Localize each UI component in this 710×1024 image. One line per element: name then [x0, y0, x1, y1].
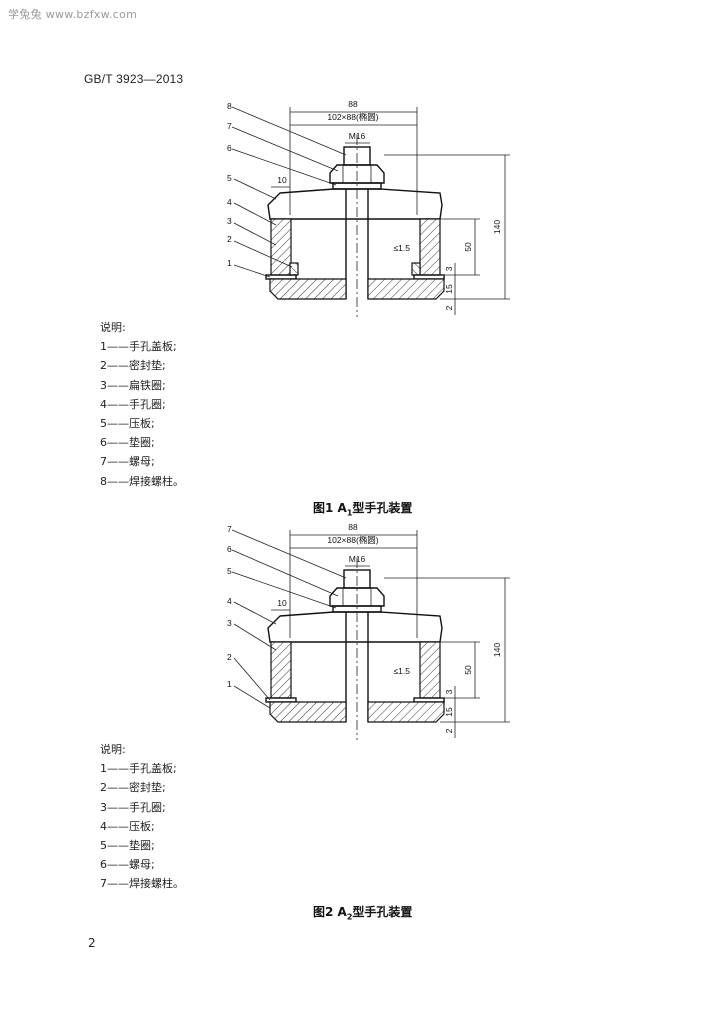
figure1-caption: 图1 A1型手孔装置 — [313, 501, 413, 518]
f1-callout-5: 5 — [227, 173, 232, 183]
legend-item: 2——密封垫; — [100, 359, 166, 373]
legend-title: 说明: — [100, 321, 126, 334]
f2-dim-lip: 10 — [277, 598, 287, 608]
f2-cover-right — [367, 701, 445, 723]
f2-dim-15: 15 — [444, 707, 454, 717]
f1-dim-gap: ≤1.5 — [394, 243, 411, 253]
f2-dim-ellipse: 102×88(椭圆) — [327, 535, 378, 545]
standard-code: GB/T 3923—2013 — [84, 72, 184, 86]
legend-item: 2——密封垫; — [100, 781, 166, 795]
f2-cover-left — [269, 701, 347, 723]
f2-dim-50: 50 — [463, 665, 473, 675]
f1-dim-140: 140 — [492, 220, 502, 234]
figure2-caption: 图2 A2型手孔装置 — [313, 905, 413, 922]
f1-pressure-plate — [267, 188, 443, 220]
f2-ring-right — [419, 641, 441, 699]
f2-ring-left — [270, 641, 292, 699]
legend-item: 3——手孔圈; — [100, 800, 166, 814]
f1-ring-right — [419, 218, 441, 276]
page-number: 2 — [88, 936, 96, 950]
legend-item: 1——手孔盖板; — [100, 340, 177, 354]
f1-ring-left — [270, 218, 292, 276]
legend-item: 7——螺母; — [100, 455, 155, 469]
f1-callout-3: 3 — [227, 216, 232, 226]
f1-callout-2: 2 — [227, 234, 232, 244]
f2-dim-88: 88 — [348, 522, 358, 532]
f1-dim-15: 15 — [444, 284, 454, 294]
f1-dim-lip: 10 — [277, 175, 287, 185]
legend-item: 3——扁铁圈; — [100, 378, 166, 392]
f1-callout-4: 4 — [227, 197, 232, 207]
legend-item: 6——螺母; — [100, 858, 155, 872]
watermark-text: 学兔兔 www.bzfxw.com — [8, 8, 138, 21]
legend-item: 5——压板; — [100, 417, 155, 431]
f2-dim-gap: ≤1.5 — [394, 666, 411, 676]
legend-item: 6——垫圈; — [100, 436, 155, 450]
f1-dim-50: 50 — [463, 242, 473, 252]
f2-pressure-plate — [267, 611, 443, 643]
f2-callout-6: 6 — [227, 544, 232, 554]
f2-dim-2: 2 — [444, 728, 454, 733]
f2-callout-4: 4 — [227, 596, 232, 606]
figure1-drawing: 88 102×88(椭圆) M16 10 140 50 ≤1.5 3 15 2 — [227, 99, 510, 317]
f1-cover-right — [367, 278, 445, 300]
f1-cover-left — [269, 278, 347, 300]
legend-item: 5——垫圈; — [100, 839, 155, 853]
figure1-legend: 说明: 1——手孔盖板; 2——密封垫; 3——扁铁圈; 4——手孔圈; 5——… — [100, 318, 184, 491]
f1-dim-88: 88 — [348, 99, 358, 109]
legend-item: 8——焊接螺柱。 — [100, 474, 184, 488]
f2-callout-2: 2 — [227, 652, 232, 662]
f2-callout-5: 5 — [227, 566, 232, 576]
f2-dim-140: 140 — [492, 643, 502, 657]
f1-dim-ellipse: 102×88(椭圆) — [327, 112, 378, 122]
legend-item: 4——压板; — [100, 819, 155, 833]
f1-callout-8: 8 — [227, 101, 232, 111]
legend-item: 4——手孔圈; — [100, 397, 166, 411]
figure2-drawing: 88 102×88(椭圆) M16 10 140 50 ≤1.5 3 15 2 … — [227, 522, 510, 740]
f1-callout-6: 6 — [227, 143, 232, 153]
f1-callout-7: 7 — [227, 121, 232, 131]
figure2-legend: 说明: 1——手孔盖板; 2——密封垫; 3——手孔圈; 4——压板; 5——垫… — [100, 740, 184, 894]
f1-callout-1: 1 — [227, 258, 232, 268]
f2-dim-3: 3 — [444, 689, 454, 694]
f2-callout-1: 1 — [227, 679, 232, 689]
f1-dim-3: 3 — [444, 266, 454, 271]
f2-nut — [329, 587, 385, 607]
legend-title: 说明: — [100, 743, 126, 756]
f1-dim-2: 2 — [444, 305, 454, 310]
f2-callout-7: 7 — [227, 524, 232, 534]
legend-item: 1——手孔盖板; — [100, 762, 177, 776]
f2-callout-3: 3 — [227, 618, 232, 628]
legend-item: 7——焊接螺柱。 — [100, 877, 184, 891]
f1-nut — [329, 164, 385, 184]
